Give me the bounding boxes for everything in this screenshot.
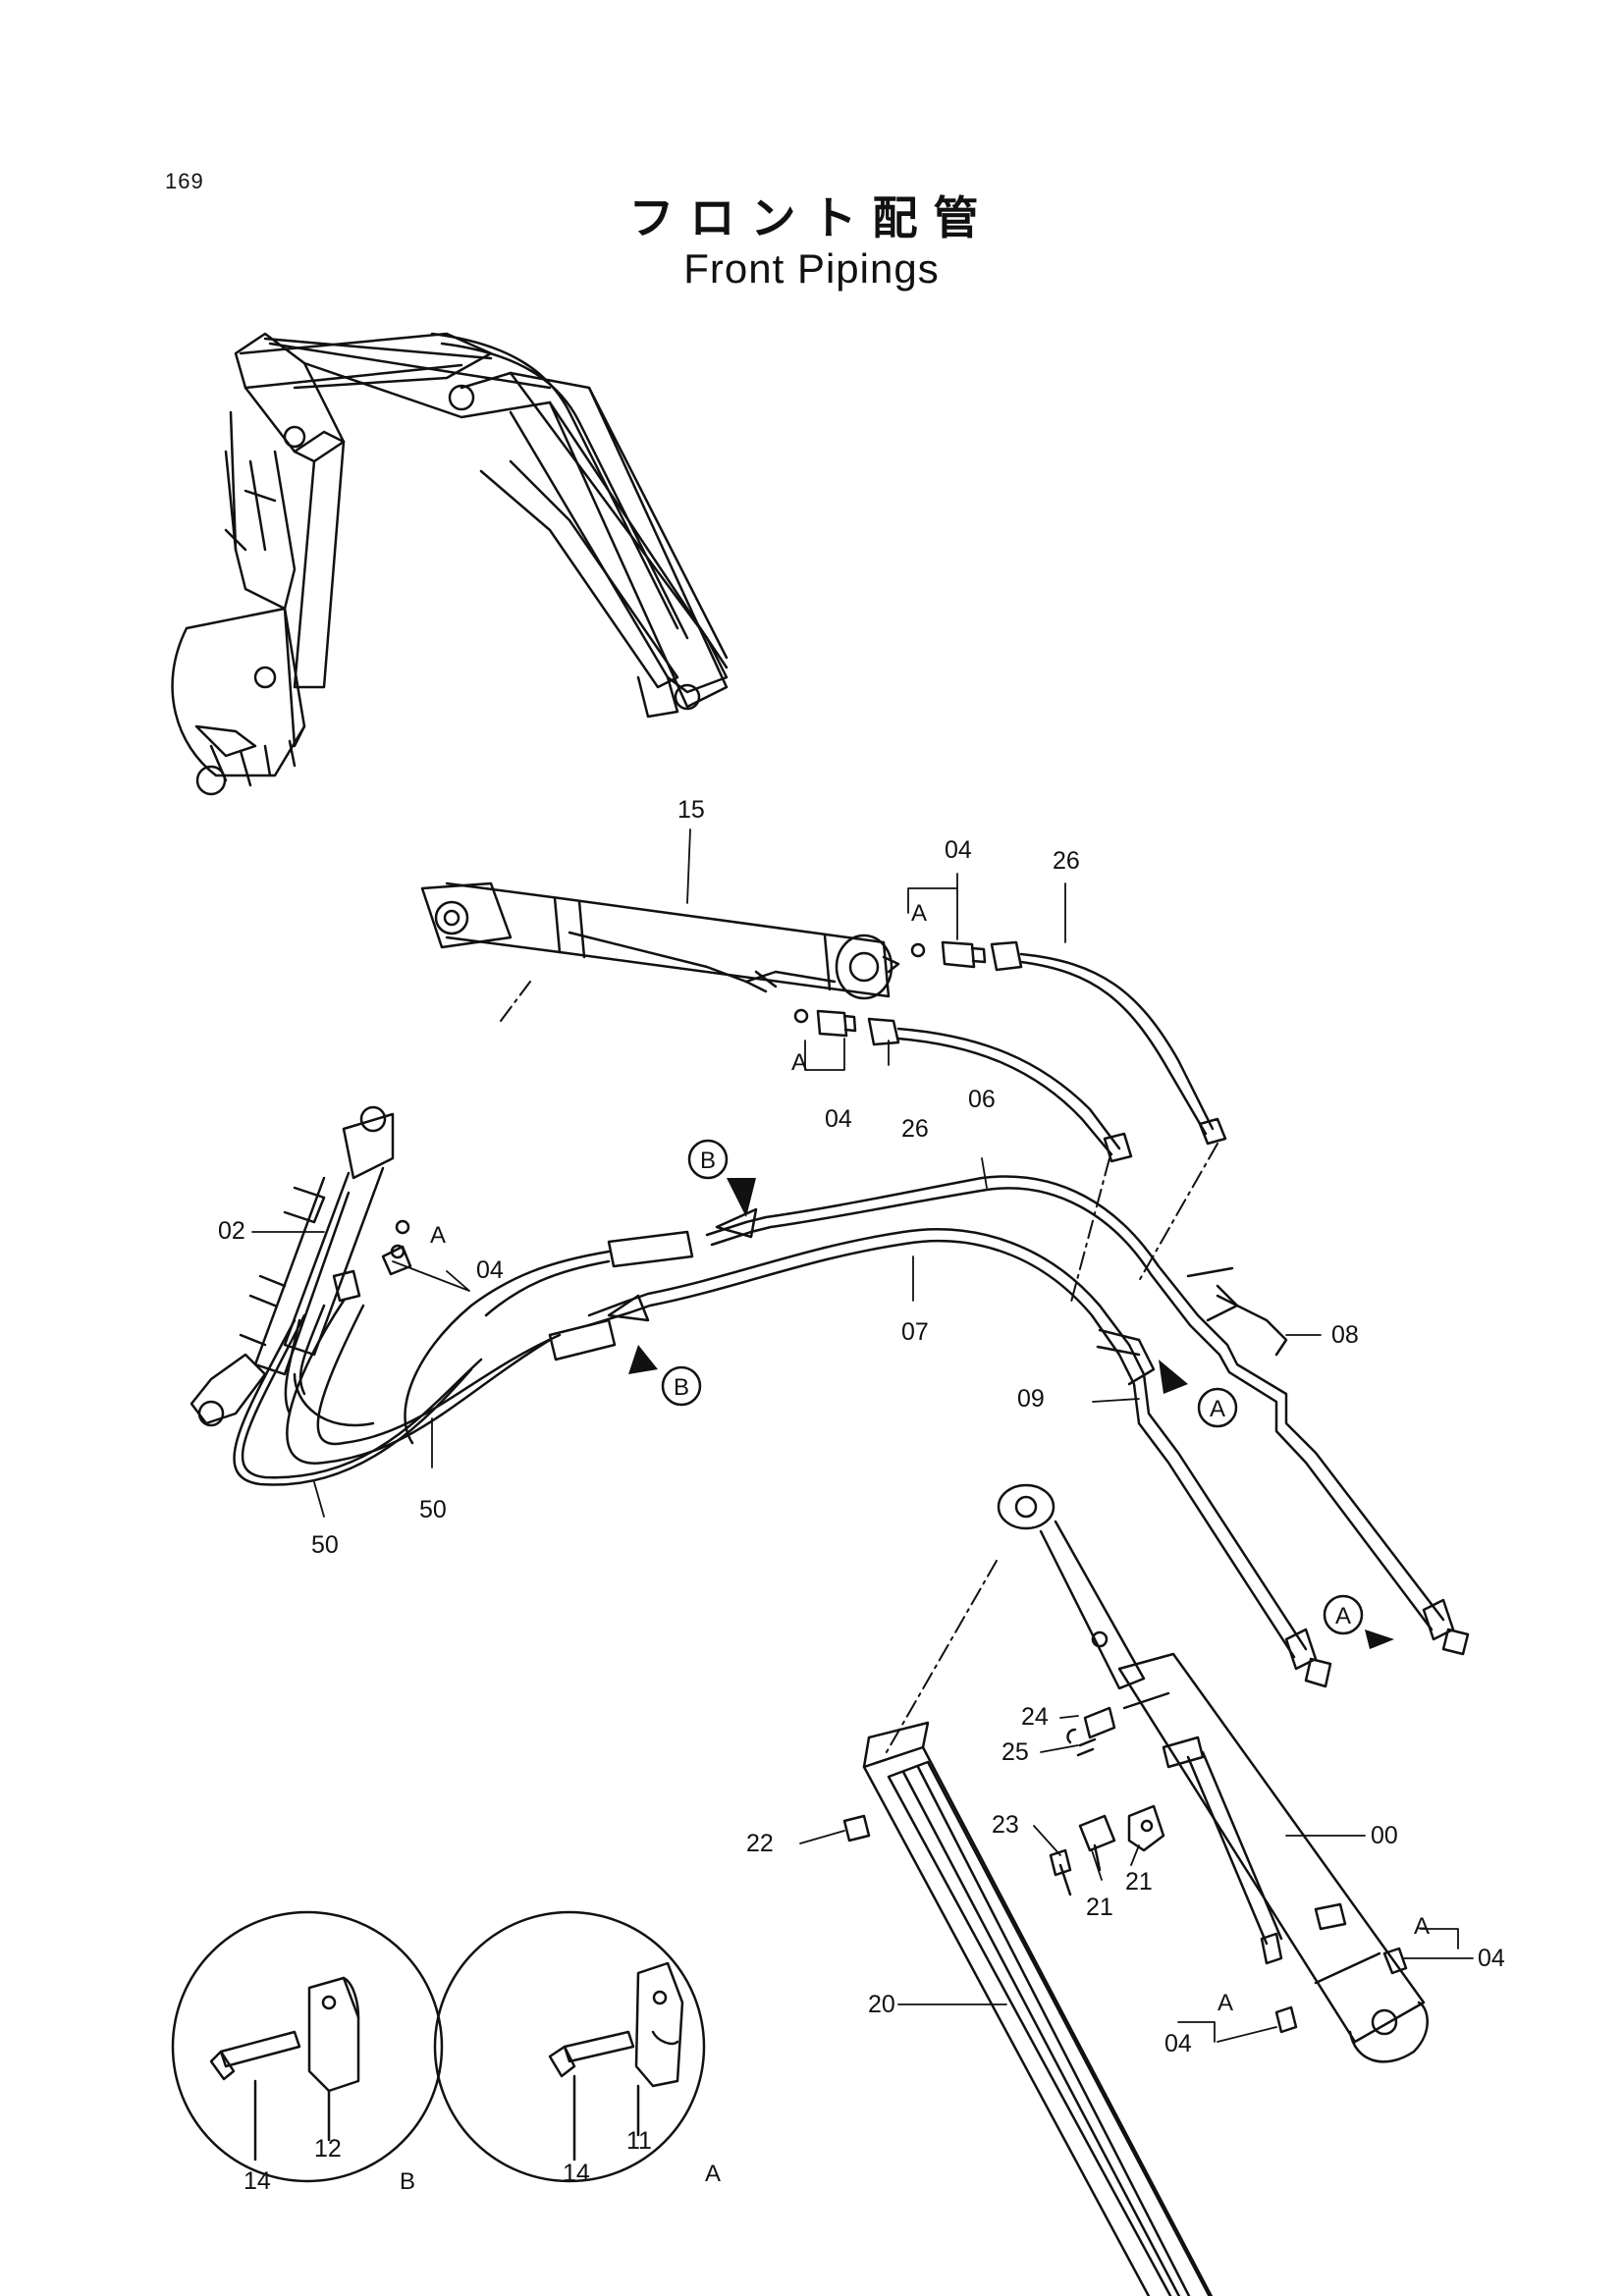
detail-view-b-label: B: [400, 2168, 415, 2195]
callout-50: 50: [311, 1531, 339, 1559]
callout-24: 24: [1021, 1703, 1049, 1731]
callout-50: 50: [419, 1496, 447, 1523]
callout-14: 14: [243, 2167, 271, 2195]
ref-a: A: [430, 1222, 446, 1249]
callout-26: 26: [901, 1115, 929, 1143]
reference-letters: A A A A A B B A A B A: [400, 900, 1430, 2195]
page-number: 169: [165, 169, 204, 193]
pipes-assembly: [587, 1175, 1470, 1688]
callout-07: 07: [901, 1318, 929, 1346]
callout-labels: 15 04 26 04 26 06 02 04 07 08 09 50 50 2…: [218, 796, 1505, 2195]
callout-04: 04: [476, 1256, 504, 1284]
cylinder-cover: [862, 1721, 1214, 2296]
ref-a: A: [1335, 1603, 1351, 1629]
callout-20: 20: [868, 1991, 895, 2018]
ref-b: B: [700, 1148, 716, 1174]
callout-04: 04: [1164, 2030, 1192, 2057]
callout-04: 04: [1478, 1945, 1505, 1972]
ref-b: B: [674, 1374, 689, 1401]
callout-04: 04: [945, 836, 972, 864]
mounting-hardware: [842, 1706, 1408, 2034]
ref-a: A: [1217, 1990, 1233, 2016]
ref-circles: [661, 1139, 1364, 1635]
callout-02: 02: [218, 1217, 245, 1245]
arm-cylinder: [420, 881, 900, 1000]
bucket-cylinder: [189, 1105, 412, 1427]
ref-a: A: [1414, 1913, 1430, 1940]
ref-a: A: [791, 1049, 807, 1076]
detail-views: [171, 1910, 706, 2183]
callout-21: 21: [1086, 1894, 1113, 1921]
callout-04: 04: [825, 1105, 852, 1133]
callout-11: 11: [626, 2127, 652, 2155]
callout-00: 00: [1371, 1822, 1398, 1849]
callout-26: 26: [1053, 847, 1080, 875]
callout-14: 14: [563, 2160, 590, 2187]
callout-leaders: [251, 828, 1474, 2043]
callout-15: 15: [677, 796, 705, 824]
callout-08: 08: [1331, 1321, 1359, 1349]
fittings-and-hoses-upper: [793, 940, 1227, 1163]
front-attachment-overview: [171, 332, 729, 796]
title-japanese: フロント配管: [628, 191, 995, 244]
ref-arrowheads: [628, 1178, 1394, 1649]
callout-06: 06: [968, 1086, 996, 1113]
ref-a: A: [1210, 1396, 1225, 1422]
detail-view-a-label: A: [705, 2161, 721, 2187]
bucket-hoses: [233, 1230, 694, 1486]
callout-09: 09: [1017, 1385, 1045, 1413]
ref-a: A: [911, 900, 927, 927]
callout-23: 23: [992, 1811, 1019, 1839]
title-english: Front Pipings: [683, 245, 940, 292]
boom-cylinder: [997, 1483, 1429, 2063]
callout-21: 21: [1125, 1868, 1153, 1896]
callout-25: 25: [1001, 1738, 1029, 1766]
callout-12: 12: [314, 2135, 342, 2163]
leader-lines: [500, 981, 1218, 1758]
callout-22: 22: [746, 1830, 774, 1857]
